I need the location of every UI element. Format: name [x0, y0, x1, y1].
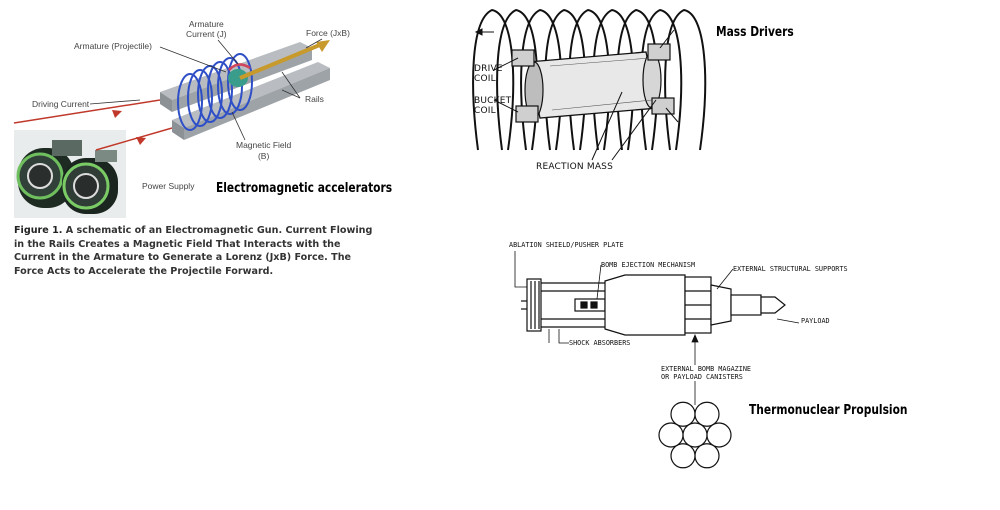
power-supply-image	[14, 130, 126, 218]
label-armature-current: Armature Current (J)	[186, 19, 227, 39]
label-bucket-coil: BUCKET COIL	[474, 96, 512, 116]
bomb-canister	[694, 443, 720, 469]
label-magnetic-field: Magnetic Field (B)	[236, 140, 292, 161]
label-ablation-shield: ABLATION SHIELD/PUSHER PLATE	[509, 241, 624, 249]
label-bomb-ejection: BOMB EJECTION MECHANISM	[601, 261, 696, 269]
electromagnetic-gun-diagram	[13, 38, 330, 218]
bomb-canister	[682, 422, 708, 448]
label-bomb-magazine: EXTERNAL BOMB MAGAZINE OR PAYLOAD CANIST…	[661, 365, 752, 381]
bomb-canister	[694, 401, 720, 427]
thermonuclear-leaders	[514, 251, 800, 405]
caption-text: A schematic of an Electromagnetic Gun. C…	[14, 225, 373, 277]
label-drive-coil: DRIVE COIL	[474, 64, 503, 84]
driving-current-lines	[13, 99, 173, 151]
mass-driver-diagram	[472, 8, 707, 161]
thermonuclear-panel: ABLATION SHIELD/PUSHER PLATE BOMB EJECTI…	[505, 225, 908, 510]
force-arrow	[239, 40, 330, 80]
label-reaction-mass: REACTION MASS	[536, 162, 613, 172]
thermonuclear-title: Thermonuclear Propulsion	[749, 403, 908, 418]
label-payload: PAYLOAD	[801, 317, 830, 325]
bomb-canister	[670, 443, 696, 469]
label-power-supply: Power Supply	[142, 181, 195, 191]
bomb-canister	[706, 422, 732, 448]
label-shock-absorbers: SHOCK ABSORBERS	[569, 339, 631, 347]
drive-coil-loop	[472, 8, 515, 151]
bomb-canister	[658, 422, 684, 448]
bomb-magazine-cross-section	[658, 401, 732, 469]
mass-drivers-title: Mass Drivers	[716, 25, 794, 40]
vehicle-body	[604, 274, 786, 336]
label-armature-projectile: Armature (Projectile)	[74, 41, 152, 51]
electromagnetic-gun-panel: Armature (Projectile) Armature Current (…	[0, 0, 440, 300]
reaction-mass-cylinder	[524, 51, 662, 119]
label-rails: Rails	[305, 94, 324, 104]
mass-driver-leaders	[474, 28, 679, 161]
bucket-coil	[511, 43, 675, 123]
armature-projectile	[228, 63, 251, 87]
caption-figure-number: Figure 1.	[14, 225, 63, 236]
drive-coil-loop	[664, 8, 707, 151]
label-external-supports: EXTERNAL STRUCTURAL SUPPORTS	[733, 265, 848, 273]
thermonuclear-diagram	[514, 251, 800, 469]
label-driving-current: Driving Current	[32, 99, 90, 109]
figure-caption: Figure 1. A schematic of an Electromagne…	[14, 224, 374, 278]
electromagnetic-title: Electromagnetic accelerators	[216, 181, 393, 196]
mass-driver-panel: DRIVE COIL BUCKET COIL REACTION MASS Mas…	[460, 0, 800, 190]
label-force: Force (JxB)	[306, 28, 350, 38]
bomb-canister	[670, 401, 696, 427]
pusher-plate	[521, 278, 542, 332]
leader-lines	[89, 38, 323, 141]
